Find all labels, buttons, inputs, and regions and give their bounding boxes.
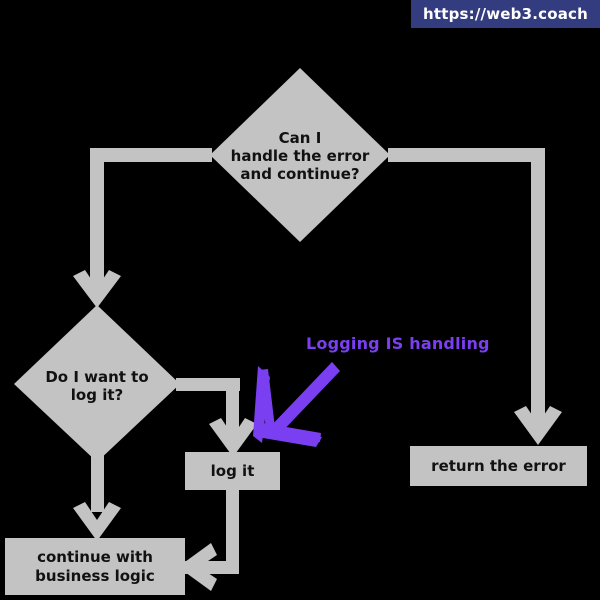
node-can-handle[interactable] bbox=[210, 68, 390, 242]
node-continue-business[interactable] bbox=[5, 538, 185, 595]
connector-can-handle-to-return-error bbox=[388, 148, 562, 445]
connector-want-log-to-log-it bbox=[176, 378, 257, 457]
site-url-banner: https://web3.coach bbox=[411, 0, 600, 28]
node-log-it[interactable] bbox=[185, 452, 280, 490]
annotation-text: Logging IS handling bbox=[306, 334, 490, 353]
node-return-error[interactable] bbox=[410, 446, 587, 486]
connector-can-handle-to-want-log bbox=[73, 148, 212, 308]
annotation-arrow-icon bbox=[253, 362, 340, 447]
node-want-log[interactable] bbox=[14, 305, 180, 462]
connector-log-it-to-continue-business bbox=[178, 488, 239, 591]
